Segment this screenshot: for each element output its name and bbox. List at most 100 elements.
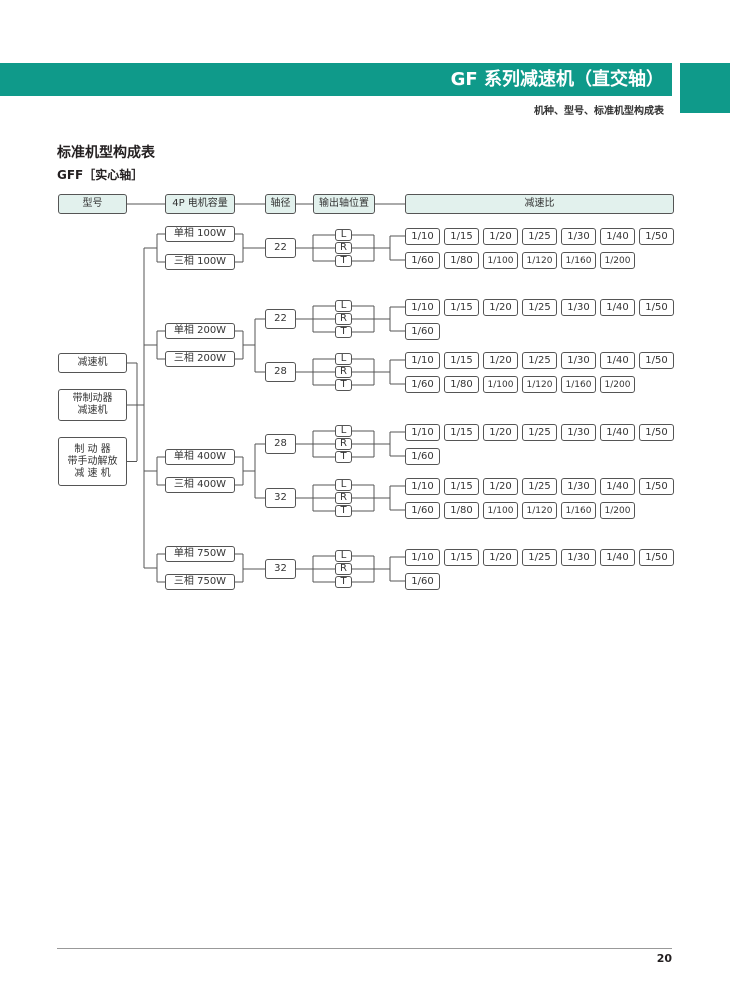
ratio-box: 1/25 <box>522 299 557 316</box>
column-header-label: 型号 <box>82 198 103 209</box>
ratio-box-label: 1/40 <box>606 230 629 242</box>
position-box: L <box>335 353 352 365</box>
ratio-box-label: 1/15 <box>450 426 473 438</box>
ratio-box-label: 1/10 <box>411 354 434 366</box>
ratio-box-label: 1/160 <box>565 255 592 266</box>
ratio-box: 1/120 <box>522 376 557 393</box>
ratio-box: 1/60 <box>405 252 440 269</box>
ratio-box: 1/50 <box>639 424 674 441</box>
ratio-box: 1/30 <box>561 228 596 245</box>
motor-box: 单相 750W <box>165 546 235 562</box>
ratio-box-label: 1/50 <box>645 354 668 366</box>
motor-box-label: 三相 750W <box>173 576 227 587</box>
position-box-label: T <box>340 576 347 587</box>
ratio-box-label: 1/10 <box>411 426 434 438</box>
ratio-box: 1/20 <box>483 424 518 441</box>
position-box: T <box>335 451 352 463</box>
ratio-box: 1/200 <box>600 252 635 269</box>
ratio-box: 1/15 <box>444 228 479 245</box>
ratio-box-label: 1/10 <box>411 230 434 242</box>
motor-box: 单相 200W <box>165 323 235 339</box>
ratio-box: 1/80 <box>444 252 479 269</box>
motor-box: 单相 400W <box>165 449 235 465</box>
ratio-box: 1/20 <box>483 352 518 369</box>
ratio-box: 1/60 <box>405 376 440 393</box>
ratio-box-label: 1/100 <box>487 505 514 516</box>
ratio-box-label: 1/50 <box>645 230 668 242</box>
ratio-box: 1/25 <box>522 549 557 566</box>
shaft-box: 32 <box>265 488 296 508</box>
position-box: R <box>335 492 352 504</box>
ratio-box: 1/20 <box>483 228 518 245</box>
ratio-box: 1/200 <box>600 376 635 393</box>
position-box: T <box>335 255 352 267</box>
page-number: 20 <box>656 952 672 965</box>
column-header-label: 输出轴位置 <box>319 198 369 209</box>
ratio-box: 1/25 <box>522 228 557 245</box>
ratio-box: 1/15 <box>444 299 479 316</box>
type-box-label: 带制动器 减速机 <box>72 393 113 416</box>
shaft-box: 28 <box>265 362 296 382</box>
position-box: T <box>335 505 352 517</box>
ratio-box-label: 1/25 <box>528 354 551 366</box>
ratio-box: 1/50 <box>639 299 674 316</box>
column-header: 轴径 <box>265 194 296 214</box>
ratio-box-label: 1/60 <box>411 504 434 516</box>
position-box-label: L <box>340 353 347 364</box>
ratio-box-label: 1/15 <box>450 230 473 242</box>
position-box-label: R <box>340 242 347 253</box>
ratio-box: 1/100 <box>483 252 518 269</box>
ratio-box-label: 1/200 <box>604 379 631 390</box>
column-header: 减速比 <box>405 194 674 214</box>
ratio-box-label: 1/10 <box>411 301 434 313</box>
type-box: 带制动器 减速机 <box>58 389 127 421</box>
column-header-label: 4P 电机容量 <box>172 198 228 209</box>
ratio-box: 1/80 <box>444 502 479 519</box>
position-box-label: L <box>340 229 347 240</box>
ratio-box: 1/50 <box>639 549 674 566</box>
ratio-box-label: 1/10 <box>411 480 434 492</box>
ratio-box-label: 1/20 <box>489 480 512 492</box>
position-box: R <box>335 366 352 378</box>
shaft-box-label: 22 <box>274 242 287 253</box>
ratio-box-label: 1/15 <box>450 301 473 313</box>
ratio-box-label: 1/25 <box>528 301 551 313</box>
ratio-box: 1/40 <box>600 228 635 245</box>
position-box: T <box>335 326 352 338</box>
ratio-box-label: 1/120 <box>526 505 553 516</box>
ratio-box: 1/60 <box>405 502 440 519</box>
subsection-title: GFF［实心轴］ <box>57 168 144 182</box>
ratio-box: 1/40 <box>600 478 635 495</box>
ratio-box: 1/100 <box>483 502 518 519</box>
section-title: 标准机型构成表 <box>57 145 155 161</box>
position-box-label: L <box>340 550 347 561</box>
ratio-box: 1/20 <box>483 299 518 316</box>
position-box-label: T <box>340 505 347 516</box>
motor-box: 三相 400W <box>165 477 235 493</box>
column-header-label: 轴径 <box>270 198 291 209</box>
ratio-box-label: 1/30 <box>567 301 590 313</box>
ratio-box-label: 1/50 <box>645 301 668 313</box>
motor-box: 三相 100W <box>165 254 235 270</box>
ratio-box-label: 1/20 <box>489 230 512 242</box>
ratio-box: 1/15 <box>444 352 479 369</box>
ratio-box-label: 1/60 <box>411 575 434 587</box>
ratio-box-label: 1/30 <box>567 230 590 242</box>
ratio-box: 1/30 <box>561 299 596 316</box>
position-box: L <box>335 300 352 312</box>
ratio-box: 1/30 <box>561 352 596 369</box>
footer-rule <box>57 948 672 949</box>
shaft-box: 28 <box>265 434 296 454</box>
ratio-box-label: 1/100 <box>487 255 514 266</box>
shaft-box: 22 <box>265 238 296 258</box>
ratio-box-label: 1/10 <box>411 551 434 563</box>
ratio-box-label: 1/50 <box>645 426 668 438</box>
ratio-box-label: 1/40 <box>606 551 629 563</box>
ratio-box: 1/120 <box>522 502 557 519</box>
page-title: GF 系列减速机（直交轴） <box>450 69 664 90</box>
type-box: 制 动 器 带手动解放 减 速 机 <box>58 437 127 486</box>
ratio-box: 1/40 <box>600 424 635 441</box>
ratio-box: 1/10 <box>405 228 440 245</box>
shaft-box-label: 32 <box>274 563 287 574</box>
ratio-box: 1/25 <box>522 424 557 441</box>
